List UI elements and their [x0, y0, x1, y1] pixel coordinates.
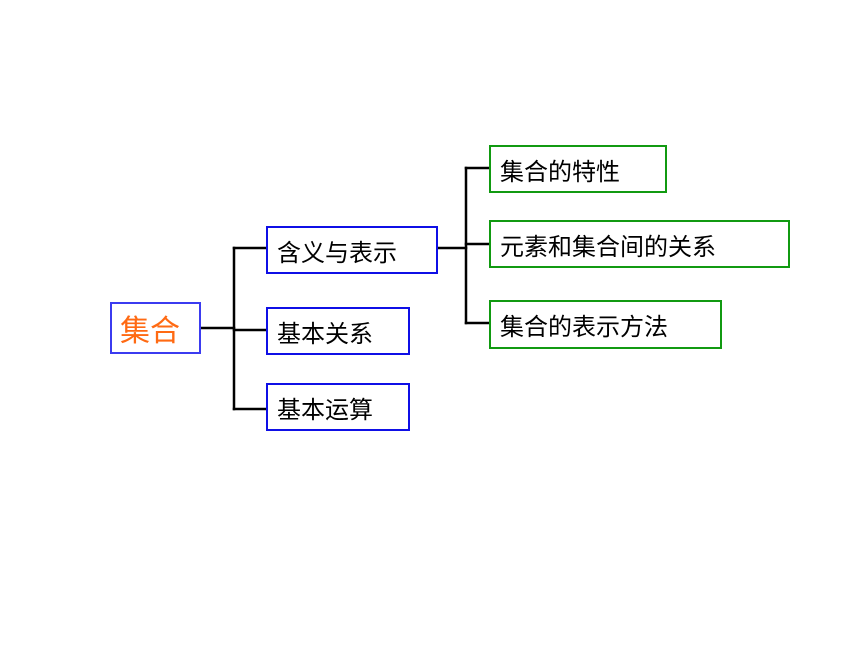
node-meaning-and-representation: 含义与表示: [266, 226, 438, 274]
node-set-properties: 集合的特性: [489, 145, 667, 193]
node-set-representation-methods: 集合的表示方法: [489, 300, 722, 349]
node-basic-operations: 基本运算: [266, 383, 410, 431]
node-basic-relations: 基本关系: [266, 307, 410, 355]
root-node-set: 集合: [110, 302, 201, 354]
node-element-set-relation: 元素和集合间的关系: [489, 220, 790, 268]
